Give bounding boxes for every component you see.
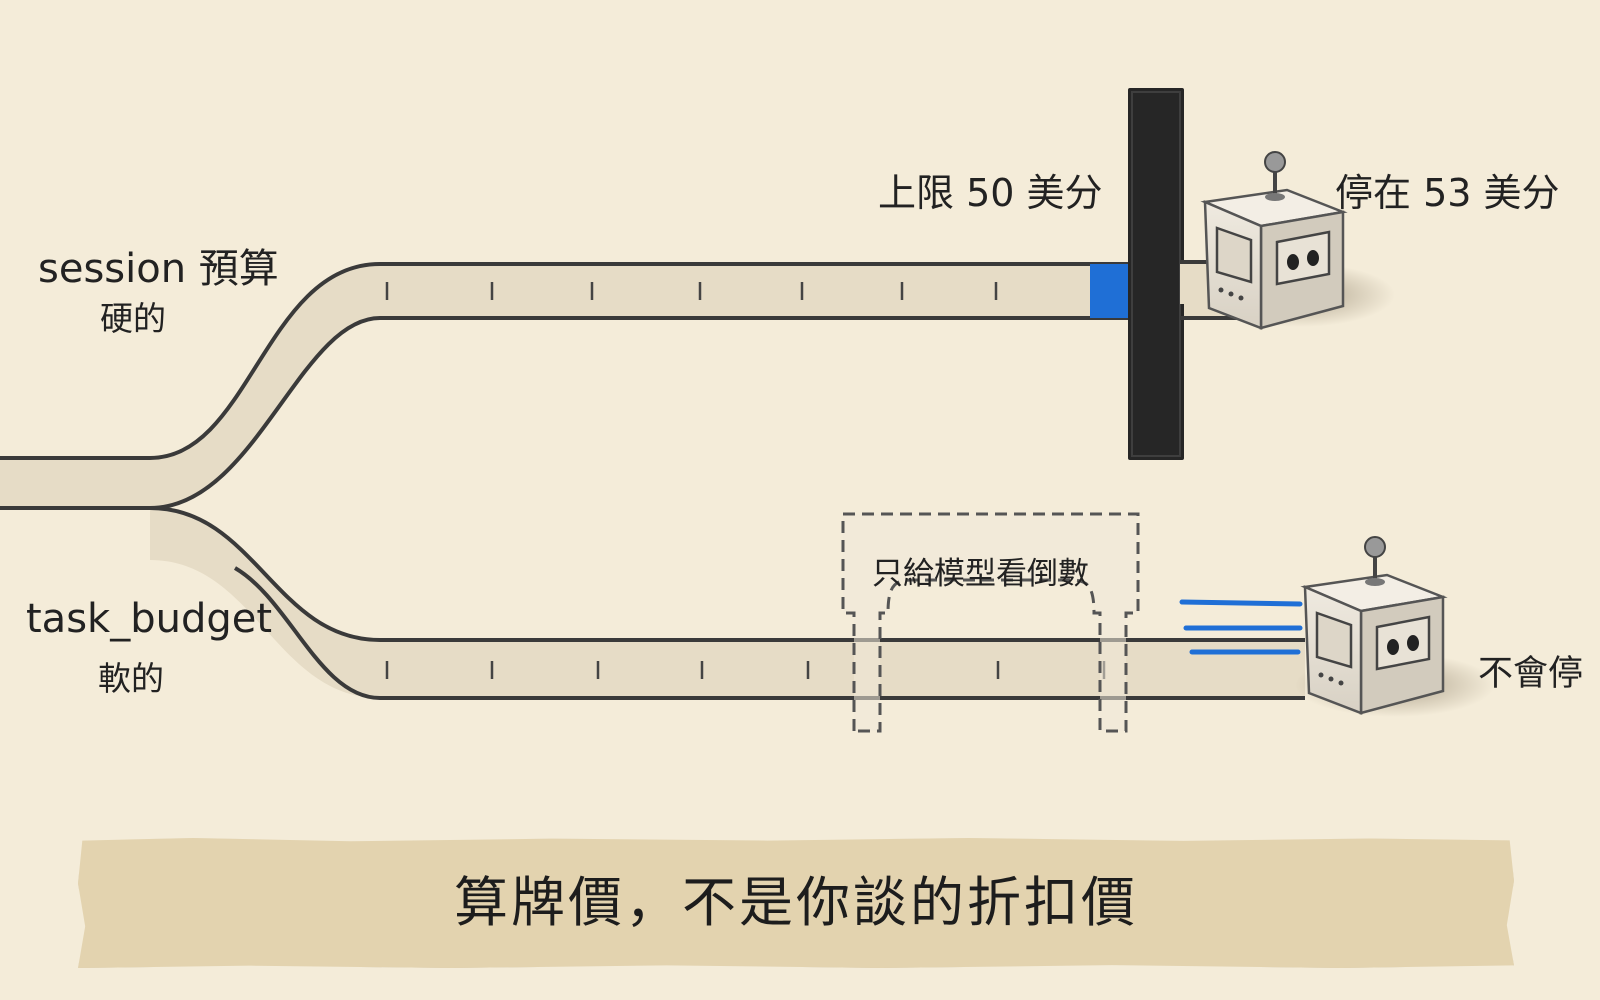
caption-text: 算牌價，不是你談的折扣價 <box>454 871 1138 934</box>
limit-barrier-icon <box>1128 88 1184 460</box>
upper-track <box>149 262 1240 510</box>
session-budget-label: session 預算 <box>38 246 279 292</box>
upper-track-ticks <box>385 282 998 300</box>
shared-trunk <box>0 456 150 510</box>
task-budget-label: task_budget <box>26 596 273 642</box>
caption-banner: 算牌價，不是你談的折扣價 <box>78 838 1514 968</box>
overrun-segment <box>1090 264 1130 318</box>
countdown-gate <box>841 512 1140 733</box>
limit-label: 上限 50 美分 <box>878 171 1103 215</box>
session-budget-hard-label: 硬的 <box>100 299 166 338</box>
no-stop-label: 不會停 <box>1478 654 1584 694</box>
motion-lines-icon <box>1179 599 1303 655</box>
lower-track <box>149 506 1305 700</box>
stopped-at-label: 停在 53 美分 <box>1335 171 1560 215</box>
task-budget-soft-label: 軟的 <box>98 659 164 698</box>
robot-icon <box>1180 151 1395 330</box>
robot-icon <box>1295 536 1495 717</box>
countdown-label: 只給模型看倒數 <box>872 556 1089 592</box>
